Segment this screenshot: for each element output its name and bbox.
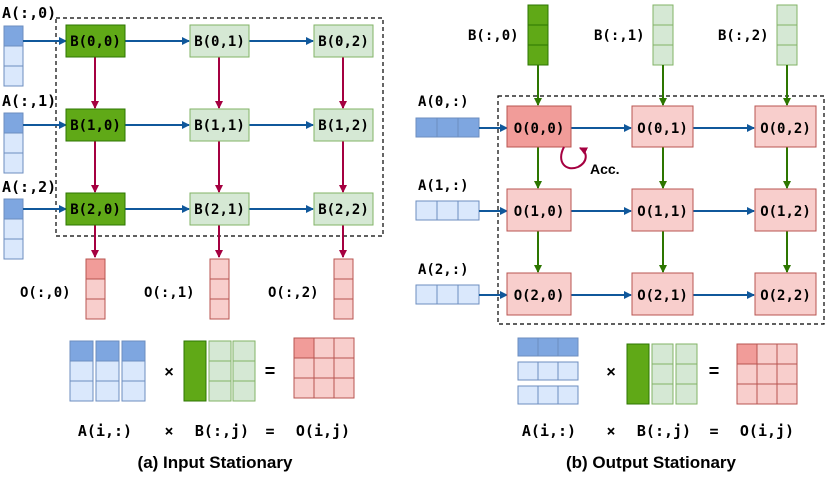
a-vector-col-1 [3, 112, 24, 174]
pe-label: B(0,1) [194, 34, 245, 50]
pe-label: O(1,1) [637, 204, 688, 220]
a-vector-col-0 [3, 25, 24, 87]
pe-o-0-0 [506, 105, 572, 148]
a-label-0: A(:,0) [2, 4, 56, 22]
pe-label: O(1,0) [514, 204, 565, 220]
pe-label: O(0,2) [760, 121, 811, 137]
input-stationary-panel: A(:,0) A(:,1) A(:,2) [2, 4, 384, 472]
formula-b: B(:,j) [637, 422, 691, 440]
pe-label: B(1,1) [194, 118, 245, 134]
formula-a: A(i,:) [522, 422, 576, 440]
pe-o-2-1 [631, 272, 694, 316]
formula-o: O(i,j) [740, 422, 794, 440]
pe-label: B(2,0) [70, 202, 121, 218]
pe-b-0-2 [313, 24, 374, 58]
o-label-1: O(:,1) [144, 285, 195, 301]
pe-label: O(2,2) [760, 288, 811, 304]
pe-o-1-1 [631, 188, 694, 232]
pe-b-2-0 [65, 192, 126, 226]
a-flow-arrows [479, 124, 755, 299]
o-vector-col-1 [209, 258, 230, 320]
matrix-a-illustration [69, 340, 146, 402]
pe-o-1-2 [754, 188, 817, 232]
o-flow-arrows [91, 57, 347, 258]
pe-label: O(1,2) [760, 204, 811, 220]
equals-operator: = [709, 361, 720, 381]
pe-b-1-1 [189, 108, 250, 142]
a-label-1: A(:,1) [2, 92, 56, 110]
b-label-2: B(:,2) [718, 28, 769, 44]
matrix-b-illustration [183, 340, 256, 402]
formula-times: × [164, 422, 173, 440]
b-label-0: B(:,0) [468, 28, 519, 44]
a-label-2: A(:,2) [2, 178, 56, 196]
pe-label: O(2,1) [637, 288, 688, 304]
pe-b-1-0 [65, 108, 126, 142]
pe-label: B(2,1) [194, 202, 245, 218]
o-vector-col-2 [333, 258, 354, 320]
o-vector-col-0 [85, 258, 106, 320]
pe-label: O(0,0) [514, 121, 565, 137]
pe-grid-output-stationary [506, 105, 817, 316]
accumulate-loop-arrow [560, 146, 589, 170]
a-vector-row-2 [415, 284, 480, 305]
pe-b-0-1 [189, 24, 250, 58]
pe-label: B(0,0) [70, 34, 121, 50]
pe-label: O(2,0) [514, 288, 565, 304]
a-row-label-2: A(2,:) [418, 262, 469, 278]
b-vector-col-1 [652, 4, 674, 66]
times-operator: × [164, 364, 173, 381]
pe-o-0-1 [631, 105, 694, 148]
matrix-o-illustration [736, 343, 798, 405]
pe-o-2-2 [754, 272, 817, 316]
b-vector-col-0 [527, 4, 549, 66]
times-operator: × [606, 364, 615, 381]
pe-grid-input-stationary [65, 24, 374, 226]
b-vector-col-2 [776, 4, 798, 66]
formula-times: × [606, 422, 615, 440]
pe-label: O(0,1) [637, 121, 688, 137]
pe-label: B(2,2) [318, 202, 369, 218]
caption-input-stationary: (a) Input Stationary [138, 453, 293, 472]
pe-o-0-2 [754, 105, 817, 148]
a-vector-row-1 [415, 200, 480, 221]
pe-label: B(1,0) [70, 118, 121, 134]
formula-equals: = [709, 422, 718, 440]
b-label-1: B(:,1) [594, 28, 645, 44]
pe-o-1-0 [506, 188, 572, 232]
formula-o: O(i,j) [296, 422, 350, 440]
formula-b: B(:,j) [195, 422, 249, 440]
pe-label: B(1,2) [318, 118, 369, 134]
o-label-2: O(:,2) [268, 285, 319, 301]
caption-output-stationary: (b) Output Stationary [566, 453, 737, 472]
pe-label: B(0,2) [318, 34, 369, 50]
matrix-o-illustration [293, 337, 355, 399]
matrix-a-illustration [517, 337, 579, 405]
a-vector-col-2 [3, 198, 24, 260]
matrix-b-illustration [626, 343, 698, 405]
pe-b-1-2 [313, 108, 374, 142]
output-stationary-panel: B(:,0) B(:,1) B(:,2) A(0,:) A(1,:) A(2,:… [415, 4, 825, 472]
o-label-0: O(:,0) [20, 285, 71, 301]
a-row-label-0: A(0,:) [418, 94, 469, 110]
formula-equals: = [265, 422, 274, 440]
pe-b-2-1 [189, 192, 250, 226]
pe-b-0-0 [65, 24, 126, 58]
a-vector-row-0 [415, 117, 480, 138]
b-flow-arrows [534, 65, 791, 273]
acc-label: Acc. [590, 161, 620, 177]
pe-b-2-2 [313, 192, 374, 226]
a-row-label-1: A(1,:) [418, 178, 469, 194]
pe-o-2-0 [506, 272, 572, 316]
equals-operator: = [265, 361, 276, 381]
a-flow-arrows [23, 37, 314, 213]
formula-a: A(i,:) [78, 422, 132, 440]
